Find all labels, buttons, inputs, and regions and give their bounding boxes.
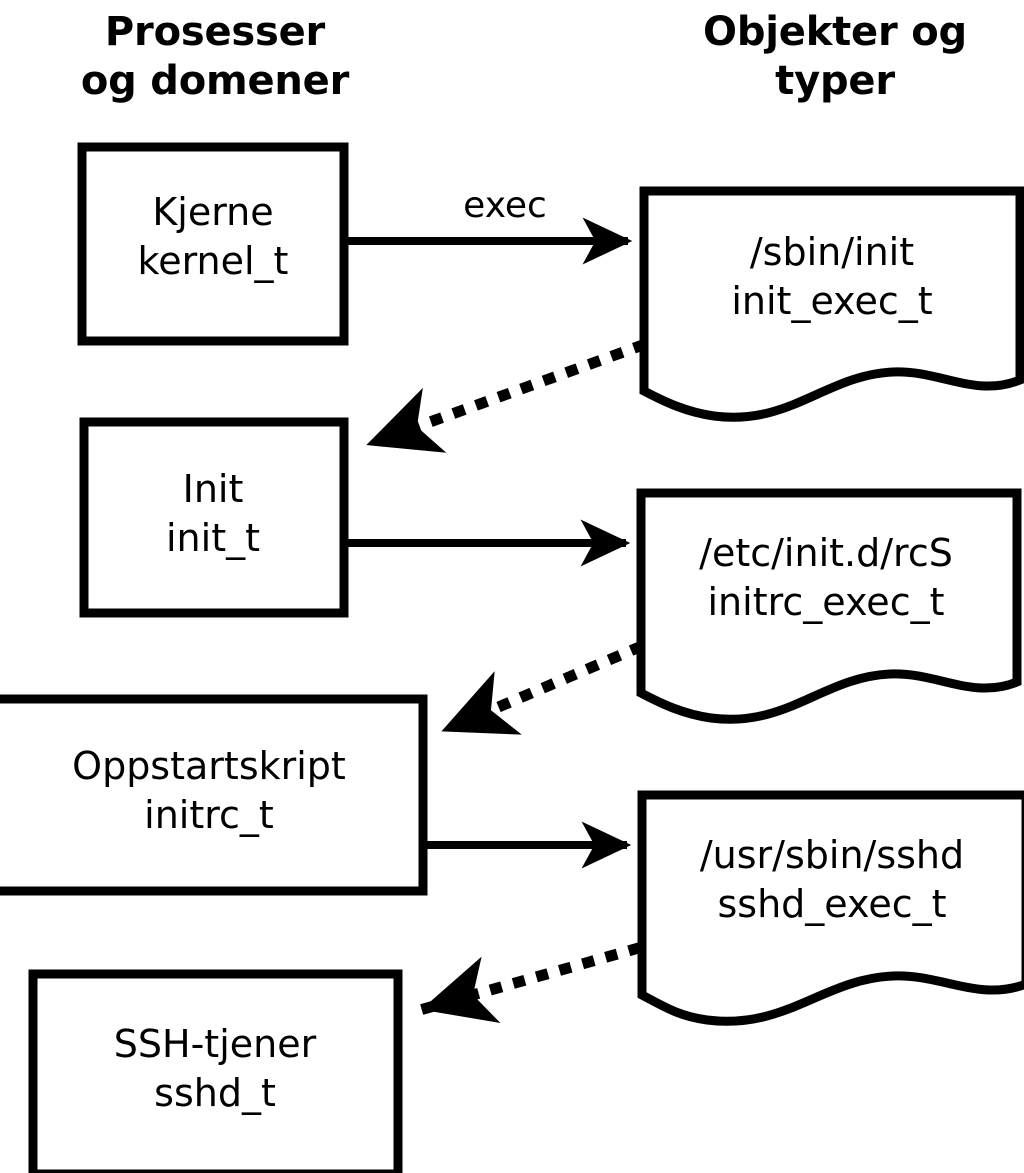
process-box-init[interactable] — [79, 417, 349, 618]
edge-label-exec: exec — [463, 185, 547, 226]
column-header-objects: Objekter og typer — [703, 9, 967, 104]
edge-transition-initrc-exec-to-initrc — [439, 640, 645, 737]
object-doc-initrc-exec[interactable] — [636, 488, 1022, 724]
process-box-kernel[interactable] — [77, 142, 349, 346]
object-doc-sshd-exec[interactable] — [637, 790, 1024, 1026]
process-box-initrc[interactable] — [0, 694, 428, 896]
object-doc-init-exec[interactable] — [639, 186, 1024, 422]
edge-transition-init-exec-to-init — [364, 338, 648, 453]
edge-transition-sshd-exec-to-sshd — [420, 942, 642, 1024]
column-header-processes: Prosesser og domener — [80, 9, 350, 104]
process-box-sshd[interactable] — [28, 969, 403, 1173]
